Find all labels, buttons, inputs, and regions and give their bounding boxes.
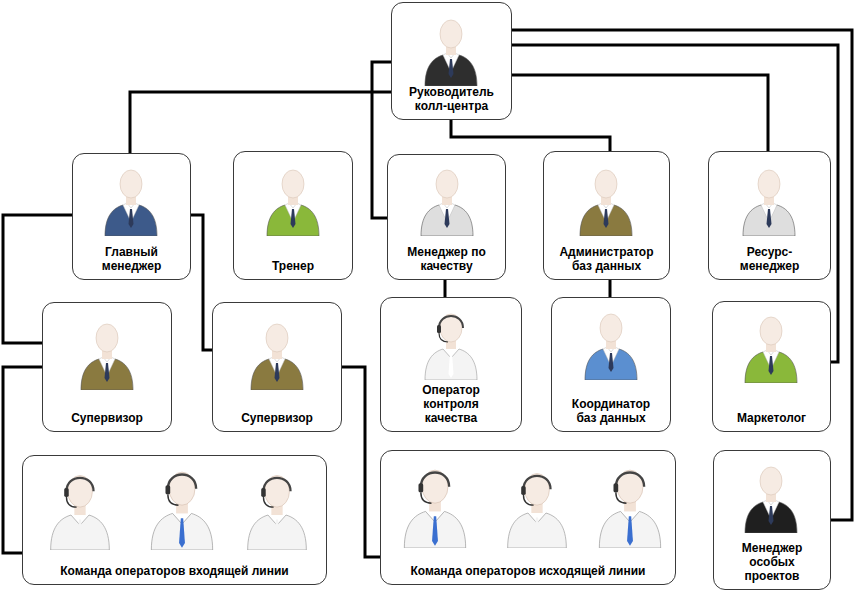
role-box: Главный менеджер [72,153,191,280]
role-box: Команда операторов исходящей линии [380,450,676,585]
role-title: Маркетолог [722,411,822,425]
role-title: Ресурс-менеджер [730,245,810,273]
role-title: Администратор баз данных [552,245,662,273]
person-icon [425,20,477,86]
person-icon [105,170,157,236]
role-box: Ресурс-менеджер [708,151,831,280]
org-connector [444,280,447,297]
person-icon [251,324,303,390]
role-title: Главный менеджер [92,245,172,273]
org-connector [451,120,610,151]
role-box: Команда операторов входящей линии [22,455,327,585]
org-connector [609,280,612,297]
role-title: Тренер [243,259,343,273]
org-connector [512,30,852,520]
org-connector [372,62,391,218]
role-box: Маркетолог [712,301,831,432]
role-title: Менеджер особых проектов [736,541,808,583]
operator-icon [508,474,567,548]
role-title: Менеджер по качеству [402,245,492,273]
org-connector [512,75,768,151]
role-title: Супервизор [222,411,332,425]
person-icon [267,170,319,236]
operator-icon [151,472,212,550]
role-title: Команда операторов исходящей линии [383,564,673,578]
role-box: Координатор баз данных [551,297,671,432]
role-box: Менеджер по качеству [387,154,506,280]
org-connector [512,45,838,362]
person-icon [421,170,473,236]
person-icon [425,314,477,380]
person-icon [745,467,797,533]
org-connector [3,215,72,343]
operator-icon [404,470,465,548]
person-icon [743,170,795,236]
role-box: Оператор контроля качества [380,297,522,432]
role-box: Руководитель колл-центра [391,2,512,120]
role-title: Оператор контроля качества [412,383,490,425]
operator-icon [248,476,307,550]
role-title: Координатор баз данных [566,397,656,425]
person-icon [580,170,632,236]
org-connector [130,92,391,153]
person-icon [585,314,637,380]
role-title: Руководитель колл-центра [402,85,502,113]
role-box: Супервизор [42,302,172,432]
person-icon [745,317,797,383]
org-connector [191,215,212,350]
org-connector [342,367,380,557]
role-title: Супервизор [52,411,162,425]
operator-icon [51,476,110,550]
operator-icon [599,470,660,548]
role-title: Команда операторов входящей линии [30,564,320,578]
role-box: Менеджер особых проектов [713,450,831,590]
person-icon [81,324,133,390]
role-box: Администратор баз данных [543,151,670,280]
role-box: Супервизор [212,302,342,432]
role-box: Тренер [233,151,353,280]
